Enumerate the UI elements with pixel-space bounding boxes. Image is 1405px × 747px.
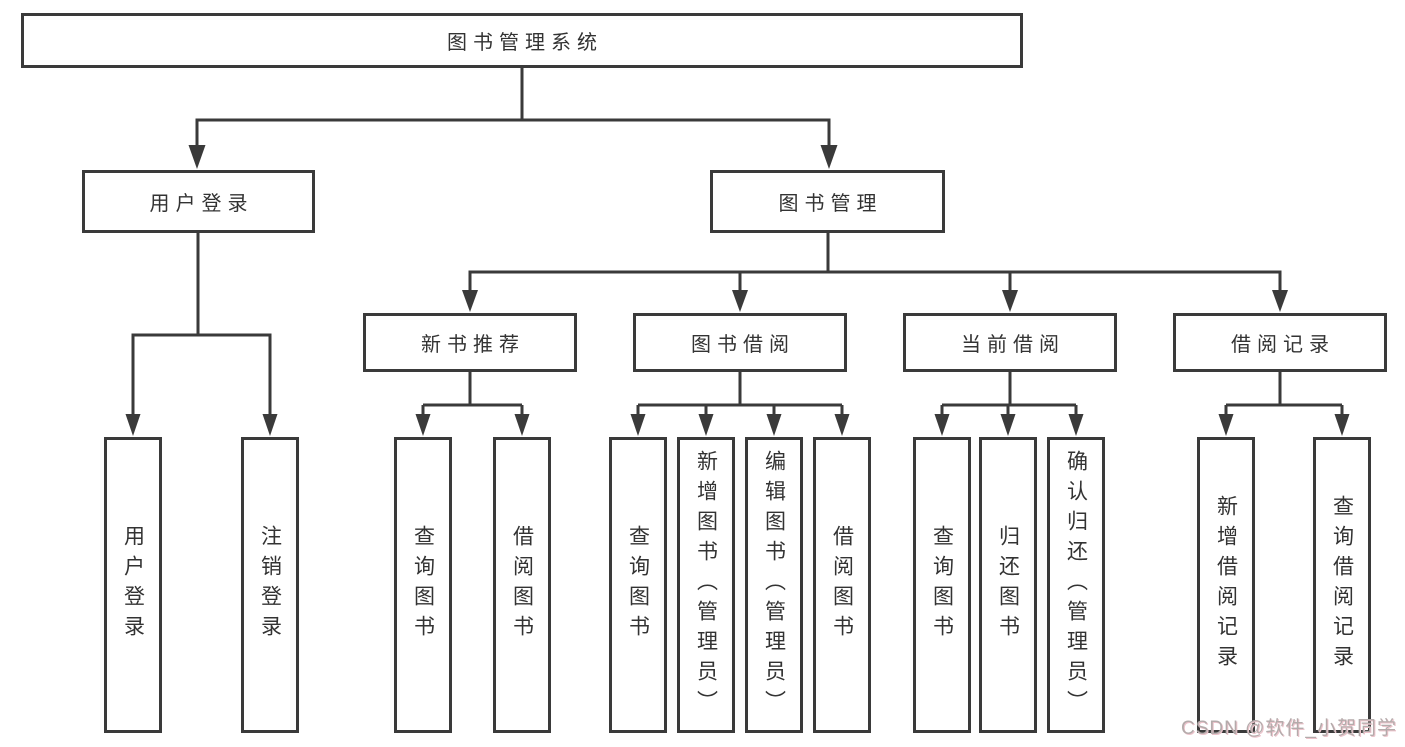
node-label: 当前借阅: [961, 334, 1065, 356]
node-label: 图书管理系统: [447, 32, 603, 54]
leaf-label: 借阅图书: [830, 525, 854, 645]
leaf-user-login: 用户登录: [104, 437, 162, 733]
leaf-query-borrow-record: 查询借阅记录: [1313, 437, 1371, 733]
leaf-label: 归还图书: [996, 525, 1020, 645]
node-borrowing-records: 借阅记录: [1173, 313, 1387, 372]
leaf-label: 注销登录: [258, 525, 282, 645]
leaf-label: 查询借阅记录: [1330, 495, 1354, 675]
leaf-label: 查询图书: [411, 525, 435, 645]
leaf-borrow-books-recommend: 借阅图书: [493, 437, 551, 733]
node-label: 图书借阅: [691, 334, 795, 356]
leaf-logout: 注销登录: [241, 437, 299, 733]
node-book-management: 图书管理: [710, 170, 945, 233]
leaf-label: 新增图书（管理员）: [694, 450, 718, 720]
leaf-query-books-current: 查询图书: [913, 437, 971, 733]
node-label: 图书管理: [778, 193, 883, 215]
leaf-query-books-borrowing: 查询图书: [609, 437, 667, 733]
watermark: CSDN @软件_小贺同学: [1181, 718, 1397, 739]
leaf-label: 新增借阅记录: [1214, 495, 1238, 675]
leaf-query-books-recommend: 查询图书: [394, 437, 452, 733]
node-label: 用户登录: [149, 193, 254, 215]
leaf-label: 查询图书: [930, 525, 954, 645]
node-label: 新书推荐: [421, 334, 525, 356]
leaf-add-borrow-record: 新增借阅记录: [1197, 437, 1255, 733]
node-new-book-recommendation: 新书推荐: [363, 313, 577, 372]
node-book-borrowing: 图书借阅: [633, 313, 847, 372]
leaf-add-book-admin: 新增图书（管理员）: [677, 437, 735, 733]
leaf-return-book: 归还图书: [979, 437, 1037, 733]
leaf-label: 借阅图书: [510, 525, 534, 645]
node-library-management-system: 图书管理系统: [21, 13, 1023, 68]
leaf-label: 用户登录: [121, 525, 145, 645]
node-label: 借阅记录: [1231, 334, 1335, 356]
leaf-confirm-return-admin: 确认归还（管理员）: [1047, 437, 1105, 733]
node-user-login: 用户登录: [82, 170, 315, 233]
leaf-borrow-books: 借阅图书: [813, 437, 871, 733]
leaf-label: 编辑图书（管理员）: [762, 450, 786, 720]
leaf-edit-book-admin: 编辑图书（管理员）: [745, 437, 803, 733]
leaf-label: 确认归还（管理员）: [1064, 450, 1088, 720]
leaf-label: 查询图书: [626, 525, 650, 645]
node-current-borrowing: 当前借阅: [903, 313, 1117, 372]
